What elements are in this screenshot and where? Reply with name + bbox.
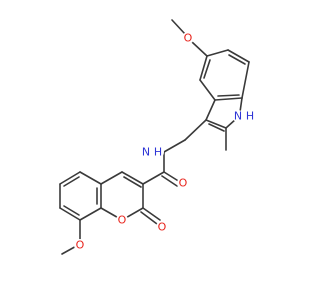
indole-nitrogen-label: N xyxy=(234,110,242,123)
methoxy-top xyxy=(171,19,208,57)
indole-pyrrole-ring xyxy=(205,97,243,151)
ethyl-linker xyxy=(163,119,207,153)
indole-hydrogen-label: H xyxy=(246,110,254,123)
amide-nitrogen-label: N xyxy=(142,146,150,159)
molecule-structure: O O O O O N H N H xyxy=(59,19,256,255)
amide-hydrogen-label: H xyxy=(154,146,162,159)
lactone-carbonyl xyxy=(140,207,161,225)
methoxy-oxygen-top-label: O xyxy=(184,32,193,45)
structure-canvas: O O O O O N H N H xyxy=(59,19,256,255)
amide-oxygen-label: O xyxy=(179,177,188,190)
coumarin-benzo-ring xyxy=(59,171,102,221)
atom-labels: O O O O O N H N H xyxy=(74,32,256,252)
methoxy-oxygen-left-label: O xyxy=(76,239,85,252)
carbonyl-oxygen-label: O xyxy=(158,221,167,234)
indole-benzo-ring xyxy=(199,49,250,101)
ring-oxygen-label: O xyxy=(118,214,127,227)
amide-group xyxy=(142,151,181,187)
